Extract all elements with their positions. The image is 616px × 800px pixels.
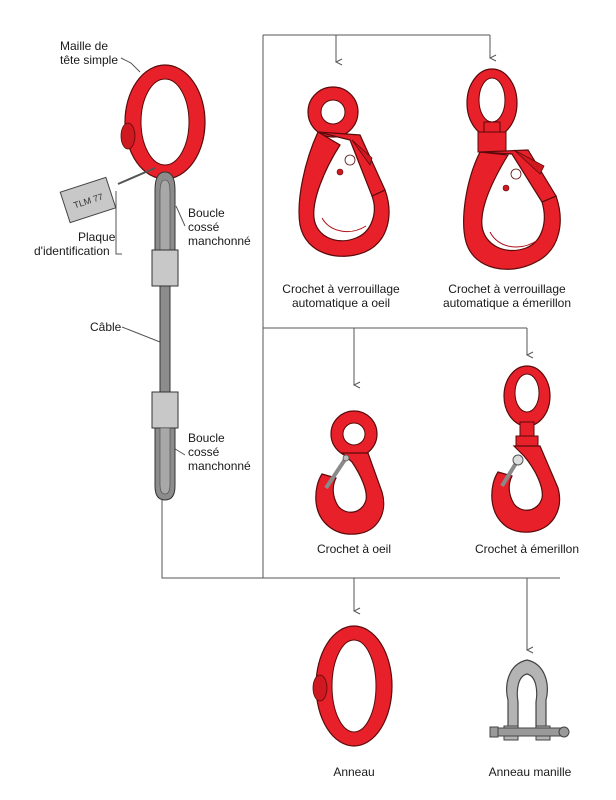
- id-plate-label-line2-wrap: d'identification: [34, 244, 110, 258]
- self-locking-swivel-hook-label-line2: automatique a émerillon: [442, 296, 572, 310]
- self-locking-eye-hook-label-line2: automatique a oeil: [291, 296, 391, 310]
- self-locking-eye-hook-label-line1: Crochet à verrouillage: [282, 282, 400, 296]
- self-locking-eye-hook-label: Crochet à verrouillage automatique a oei…: [266, 282, 416, 310]
- master-link-label: Maille de tête simple: [60, 39, 118, 67]
- id-plate-tag-icon: TLM 77: [59, 167, 156, 224]
- master-link-icon: [120, 64, 206, 180]
- cable-label: Câble: [90, 320, 122, 334]
- eye-hook-label: Crochet à oeil: [316, 542, 392, 556]
- self-locking-hook-icon: [298, 86, 390, 257]
- swivel-hook-label: Crochet à émerillon: [474, 542, 580, 556]
- top-loop-label-line1: Boucle: [188, 206, 225, 220]
- bottom-loop-label-line2: cossé: [188, 445, 220, 459]
- top-loop-label-line2: cossé: [188, 220, 220, 234]
- oval-ring-icon: [312, 625, 393, 747]
- id-plate-label-line1: Plaque: [78, 230, 116, 244]
- bottom-loop-label-line3: manchonné: [188, 459, 251, 473]
- leader-lines: [115, 57, 186, 456]
- eye-hook-icon: [315, 410, 385, 535]
- connector-lines: [161, 34, 560, 650]
- swivel-self-locking-hook-icon: [463, 68, 561, 270]
- swivel-hook-icon: [491, 365, 561, 533]
- ring-label: Anneau: [333, 765, 375, 779]
- connector-trunk: [161, 500, 560, 579]
- id-plate-label: Plaque: [70, 230, 122, 244]
- master-link-label-line2: tête simple: [60, 53, 119, 67]
- shackle-ring-label: Anneau manille: [488, 765, 572, 779]
- id-plate-label-line2: d'identification: [34, 244, 110, 258]
- top-loop-label: Boucle cossé manchonné: [188, 206, 251, 248]
- self-locking-swivel-hook-label: Crochet à verrouillage automatique a éme…: [422, 282, 592, 310]
- master-link-label-line1: Maille de: [60, 39, 109, 53]
- bow-shackle-icon: [489, 659, 570, 741]
- bottom-loop-label-line1: Boucle: [188, 431, 225, 445]
- self-locking-swivel-hook-label-line1: Crochet à verrouillage: [448, 282, 566, 296]
- top-loop-label-line3: manchonné: [188, 234, 251, 248]
- wire-rope-icon: [151, 171, 179, 501]
- bottom-loop-label: Boucle cossé manchonné: [188, 431, 251, 473]
